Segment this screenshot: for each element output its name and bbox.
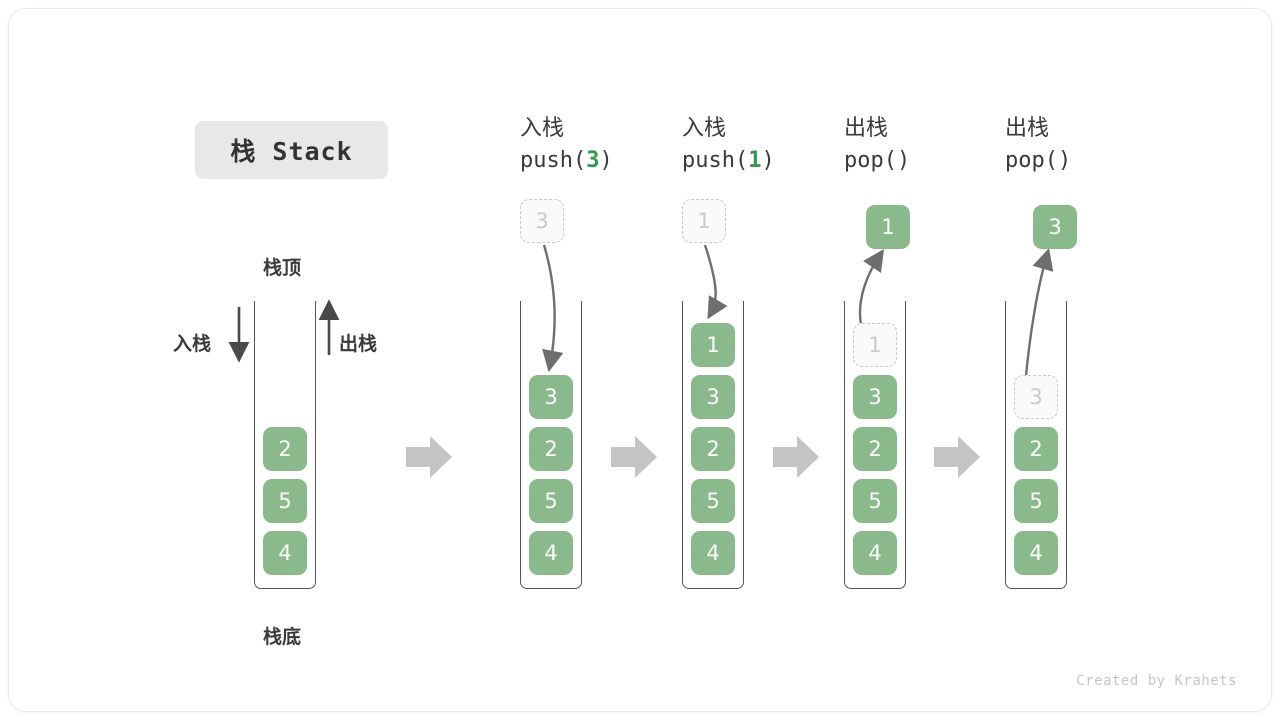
stack-cell: 3 [691,375,735,419]
transition-arrow-0 [406,436,452,478]
stack-cell: 5 [1014,479,1058,523]
stack-cell-ghost: 3 [1014,375,1058,419]
stack-container-initial [254,301,316,589]
pop-direction-label: 出栈 [339,333,378,355]
stack-cell: 1 [691,323,735,367]
stack-container-3 [1005,301,1067,589]
op-header-3: 出栈 pop() [1005,114,1185,178]
op-header-code-3: pop() [1005,148,1072,173]
op-header-0: 入栈 push(3) [520,114,700,178]
stack-cell: 3 [529,375,573,419]
stack-cell: 2 [1014,427,1058,471]
stack-container-1 [682,301,744,589]
stack-bottom-label: 栈底 [263,626,302,648]
stack-cell: 4 [263,531,307,575]
stack-cell: 2 [263,427,307,471]
incoming-value-0: 3 [520,199,564,243]
stack-cell: 4 [691,531,735,575]
page-title: 栈 Stack [195,121,388,179]
op-header-code-0: push(3) [520,148,613,173]
op-header-code-2: pop() [844,148,911,173]
stack-cell: 4 [529,531,573,575]
diagram-card: 栈 Stack 栈顶 栈底 入栈 出栈 入栈 push(3) 入栈 push(1… [8,8,1272,712]
stack-cell: 2 [853,427,897,471]
stack-cell: 4 [853,531,897,575]
stack-cell: 2 [529,427,573,471]
transition-arrow-2 [773,436,819,478]
stack-cell: 3 [853,375,897,419]
incoming-value-1: 1 [682,199,726,243]
stack-cell: 5 [853,479,897,523]
stack-cell: 2 [691,427,735,471]
stack-container-0 [520,301,582,589]
op-header-cn-2: 出栈 [844,116,889,141]
op-header-cn-3: 出栈 [1005,116,1050,141]
push-direction-label: 入栈 [173,333,212,355]
op-header-1: 入栈 push(1) [682,114,862,178]
credit-text: Created by Krahets [1076,673,1237,689]
popped-value-2: 1 [866,205,910,249]
op-header-cn-0: 入栈 [520,116,565,141]
op-header-cn-1: 入栈 [682,116,727,141]
transition-arrow-3 [934,436,980,478]
popped-value-3: 3 [1033,205,1077,249]
stack-cell: 4 [1014,531,1058,575]
stack-cell: 5 [263,479,307,523]
stack-cell: 5 [691,479,735,523]
op-header-2: 出栈 pop() [844,114,1024,178]
stack-cell-ghost: 1 [853,323,897,367]
transition-arrow-1 [611,436,657,478]
op-header-code-1: push(1) [682,148,775,173]
stack-top-label: 栈顶 [263,257,302,279]
stack-container-2 [844,301,906,589]
stack-cell: 5 [529,479,573,523]
